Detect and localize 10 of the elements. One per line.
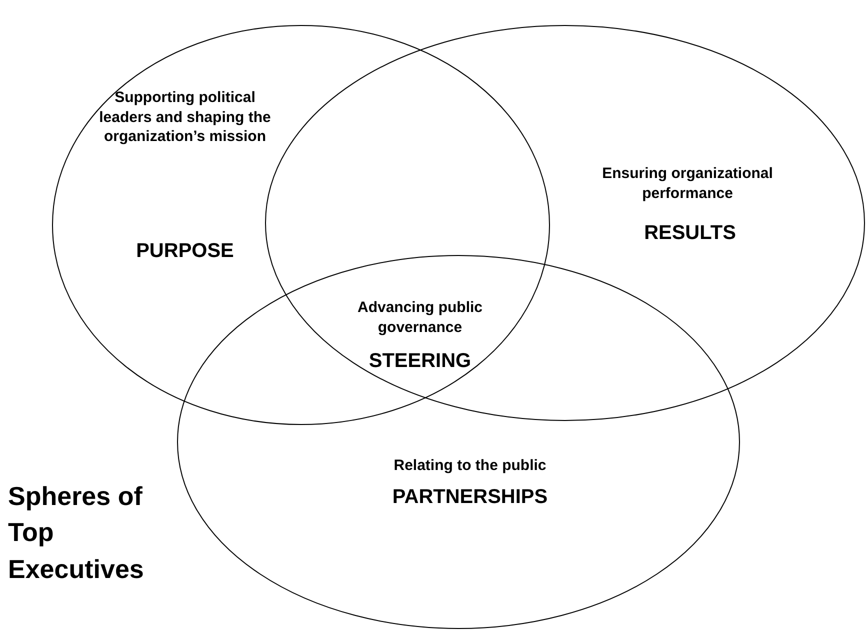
diagram-title: Spheres of Top Executives <box>8 480 145 586</box>
sphere-description: Supporting political leaders and shaping the organization’s mission <box>98 88 272 146</box>
sphere-description: Relating to the public <box>392 456 548 476</box>
sphere-description: Advancing public governance <box>356 298 484 337</box>
venn-circle <box>52 25 550 425</box>
sphere-name: PARTNERSHIPS <box>391 485 549 510</box>
sphere-name: RESULTS <box>643 221 737 246</box>
sphere-name: STEERING <box>368 349 472 374</box>
sphere-name: PURPOSE <box>135 239 235 264</box>
sphere-description: Ensuring organizational performance <box>601 164 774 203</box>
